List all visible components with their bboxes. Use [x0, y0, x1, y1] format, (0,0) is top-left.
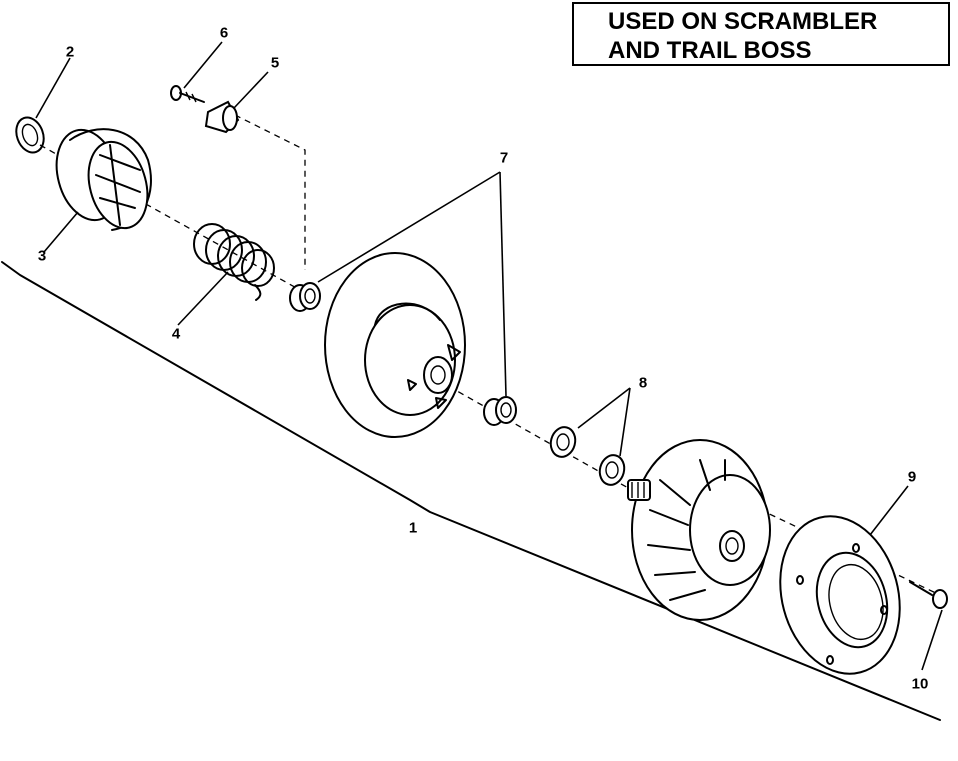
callout-6: 6	[219, 24, 229, 42]
usage-note-box: USED ON SCRAMBLER AND TRAIL BOSS	[572, 2, 950, 66]
cover-plate-part	[779, 485, 909, 675]
bolt-part	[909, 581, 948, 671]
cam-spider-part	[43, 128, 152, 253]
callout-3: 3	[37, 247, 47, 265]
callout-5: 5	[270, 54, 280, 72]
spring-part	[177, 223, 275, 326]
callout-4: 4	[171, 325, 181, 343]
callout-2: 2	[65, 43, 75, 61]
callout-8: 8	[638, 374, 648, 392]
fixed-sheave-part	[627, 439, 771, 621]
washer-upper-part	[549, 426, 577, 458]
callout-1: 1	[408, 519, 418, 537]
roller-weight-part	[204, 71, 269, 134]
callout-10: 10	[911, 675, 929, 693]
callout-7-leaders	[317, 171, 507, 397]
assembly-bracket	[1, 261, 941, 721]
movable-sheave-part	[324, 252, 466, 438]
bushing-lower-part	[483, 396, 517, 426]
usage-note-line-1: USED ON SCRAMBLER	[608, 8, 878, 35]
usage-note-line-2: AND TRAIL BOSS	[608, 37, 812, 64]
screw-part	[170, 41, 223, 103]
callout-7: 7	[499, 149, 509, 167]
snap-ring-part	[15, 57, 71, 154]
bushing-upper-part	[289, 282, 321, 312]
assembly-axis	[39, 114, 941, 596]
callout-9: 9	[907, 468, 917, 486]
callout-8-leaders	[577, 387, 631, 457]
washer-lower-part	[598, 454, 626, 486]
